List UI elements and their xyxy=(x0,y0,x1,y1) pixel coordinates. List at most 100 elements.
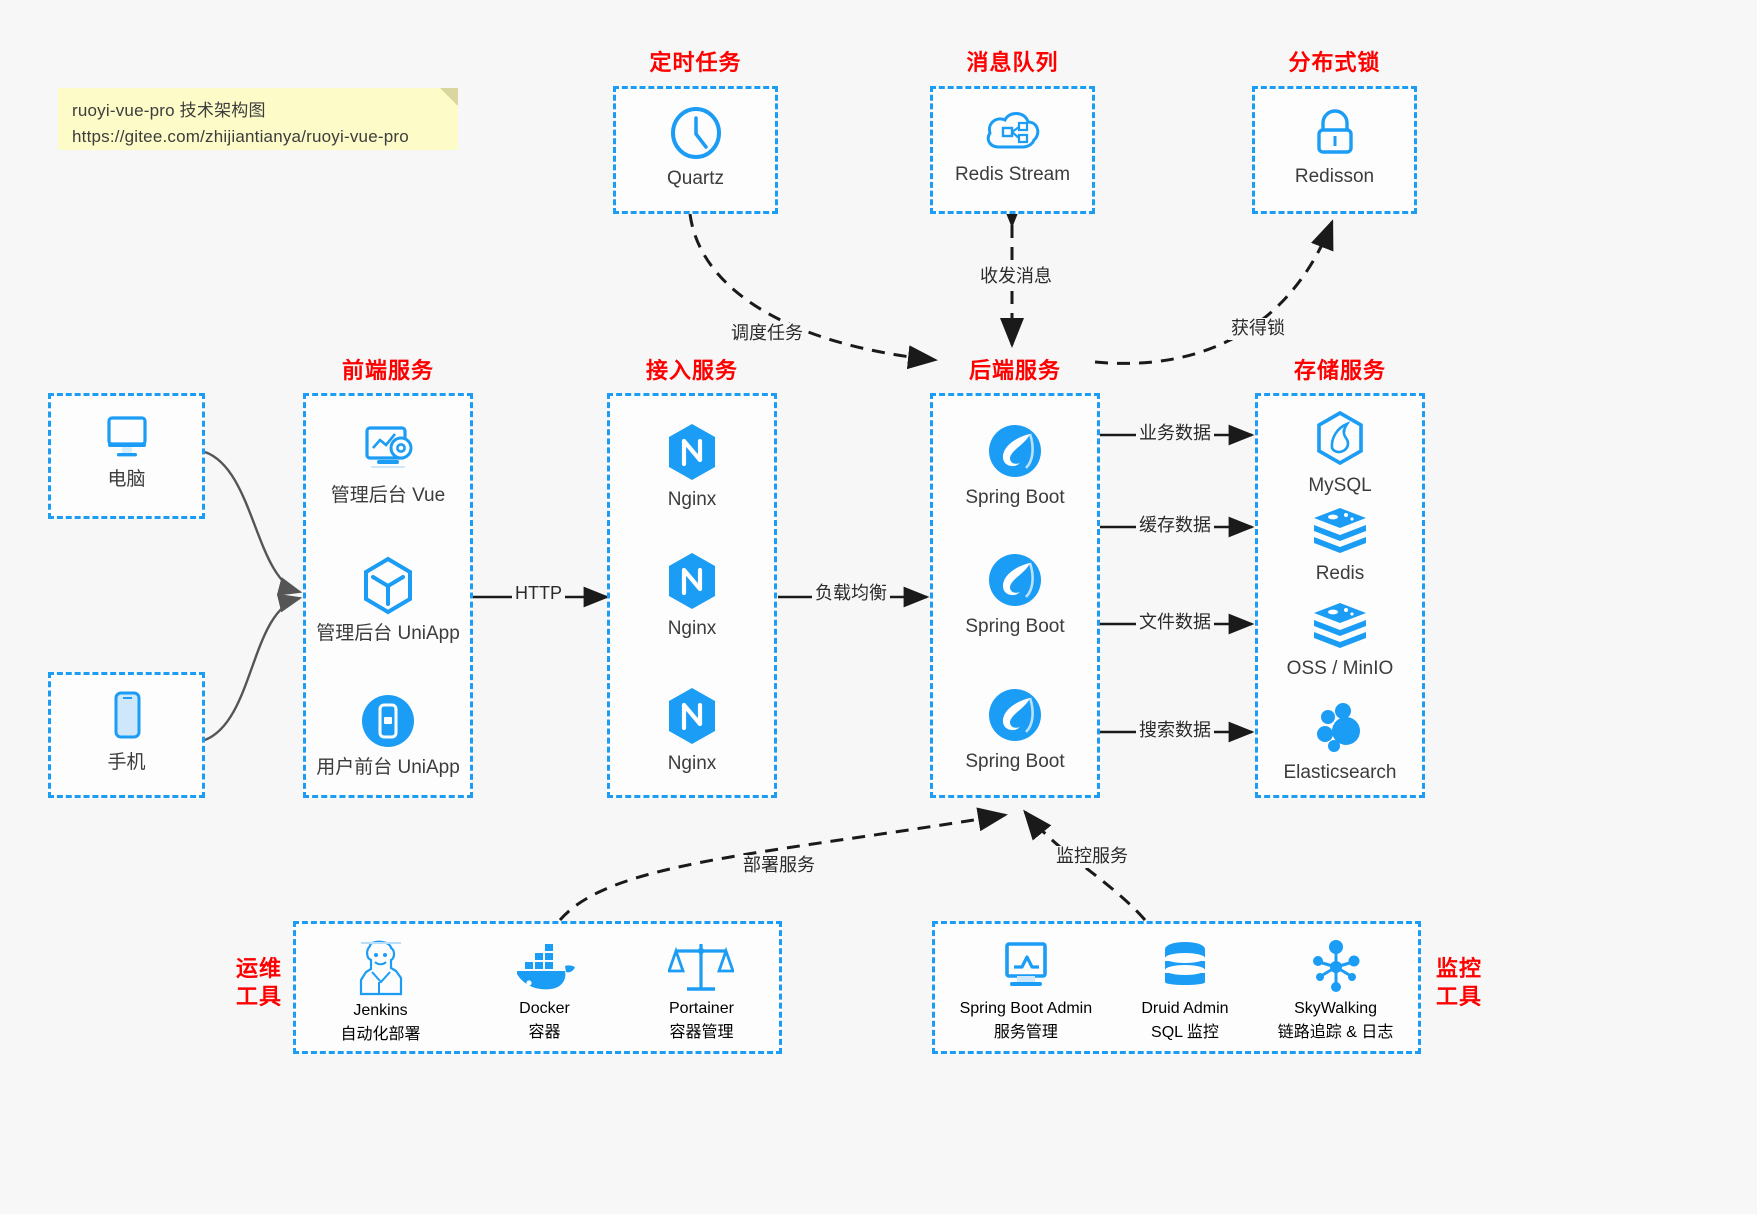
group-title-backend: 后端服务 xyxy=(968,358,1061,383)
diagram-note: ruoyi-vue-pro 技术架构图 https://gitee.com/zh… xyxy=(58,88,458,150)
node-label: 用户前台 UniApp xyxy=(316,757,460,778)
edge-label-mq-message: 收发消息 xyxy=(977,266,1055,288)
spring-boot-icon xyxy=(933,422,1097,480)
redis-icon xyxy=(1258,506,1422,556)
group-title-mq: 消息队列 xyxy=(966,50,1059,75)
node-label: Nginx xyxy=(667,618,717,639)
group-title-scheduled: 定时任务 xyxy=(649,50,742,75)
tool-desc: 自动化部署 xyxy=(340,1026,421,1043)
group-title-devops-line1: 运维 xyxy=(235,956,282,981)
group-box-backend: Spring Boot Spring Boot Spring Boot xyxy=(930,393,1100,798)
group-box-client-mobile: 手机 xyxy=(48,672,205,798)
group-box-monitor: Spring Boot Admin 服务管理 Druid Admin SQL 监… xyxy=(932,921,1421,1054)
tool-name: SkyWalking xyxy=(1294,1000,1378,1017)
node-label: Spring Boot xyxy=(965,751,1065,772)
nginx-icon xyxy=(610,551,774,611)
spring-boot-icon xyxy=(933,686,1097,744)
edge-label-file-data: 文件数据 xyxy=(1136,612,1214,634)
tool-name: Portainer xyxy=(669,1000,734,1017)
monitor-chart-icon xyxy=(960,938,1093,996)
group-title-devops: 运维 工具 xyxy=(228,955,290,1010)
spring-boot-icon xyxy=(933,551,1097,609)
node-redis-stream[interactable]: Redis Stream xyxy=(933,105,1092,188)
node-elasticsearch[interactable]: Elasticsearch xyxy=(1258,701,1422,786)
tool-druid-admin[interactable]: Druid Admin SQL 监控 xyxy=(1141,938,1229,1042)
tool-skywalking[interactable]: SkyWalking 链路追踪 & 日志 xyxy=(1278,938,1394,1042)
node-label: Elasticsearch xyxy=(1283,762,1397,783)
group-box-scheduled: Quartz xyxy=(613,86,778,214)
node-label: Spring Boot xyxy=(965,616,1065,637)
node-mysql[interactable]: MySQL xyxy=(1258,410,1422,499)
group-box-mq: Redis Stream xyxy=(930,86,1095,214)
group-box-client-desktop: 电脑 xyxy=(48,393,205,519)
tool-desc: 容器 xyxy=(528,1024,561,1041)
desktop-icon xyxy=(51,410,202,462)
tool-docker[interactable]: Docker 容器 xyxy=(509,938,579,1042)
mysql-icon xyxy=(1258,410,1422,468)
group-box-devops: Jenkins 自动化部署 xyxy=(293,921,782,1054)
nginx-icon xyxy=(610,686,774,746)
node-spring-boot-3[interactable]: Spring Boot xyxy=(933,686,1097,775)
edge-label-get-lock: 获得锁 xyxy=(1228,318,1288,340)
node-quartz[interactable]: Quartz xyxy=(616,105,775,192)
tool-jenkins[interactable]: Jenkins 自动化部署 xyxy=(340,938,421,1044)
clock-icon xyxy=(616,105,775,161)
group-title-monitor-line1: 监控 xyxy=(1435,956,1482,981)
edge-label-biz-data: 业务数据 xyxy=(1136,423,1214,445)
node-spring-boot-1[interactable]: Spring Boot xyxy=(933,422,1097,511)
note-line-2: https://gitee.com/zhijiantianya/ruoyi-vu… xyxy=(72,127,409,147)
edge-label-deploy-service: 部署服务 xyxy=(740,855,818,877)
node-nginx-2[interactable]: Nginx xyxy=(610,551,774,642)
tool-spring-boot-admin[interactable]: Spring Boot Admin 服务管理 xyxy=(960,938,1093,1042)
group-title-lock: 分布式锁 xyxy=(1288,50,1381,75)
tool-desc: SQL 监控 xyxy=(1151,1024,1219,1041)
node-admin-uniapp[interactable]: 管理后台 UniApp xyxy=(306,556,470,647)
scales-icon xyxy=(667,938,736,996)
group-title-devops-line2: 工具 xyxy=(235,983,282,1009)
node-nginx-1[interactable]: Nginx xyxy=(610,422,774,513)
docker-icon xyxy=(509,938,579,996)
node-desktop[interactable]: 电脑 xyxy=(51,410,202,493)
jenkins-icon xyxy=(340,938,420,998)
nginx-icon xyxy=(610,422,774,482)
group-box-frontend: 管理后台 Vue 管理后台 UniApp 用户前台 UniApp xyxy=(303,393,473,798)
edge-label-cache-data: 缓存数据 xyxy=(1136,515,1214,537)
node-mobile[interactable]: 手机 xyxy=(51,689,202,776)
skywalking-icon xyxy=(1278,938,1394,996)
tool-name: Druid Admin xyxy=(1141,1000,1229,1017)
group-title-frontend: 前端服务 xyxy=(341,358,434,383)
note-fold-corner xyxy=(440,88,458,106)
node-label: Redisson xyxy=(1294,166,1375,187)
node-oss-minio[interactable]: OSS / MinIO xyxy=(1258,601,1422,682)
edge-label-monitor-service: 监控服务 xyxy=(1053,846,1131,868)
group-box-lock: Redisson xyxy=(1252,86,1417,214)
tool-desc: 容器管理 xyxy=(669,1024,734,1041)
node-label: 电脑 xyxy=(107,469,146,490)
note-line-1: ruoyi-vue-pro 技术架构图 xyxy=(72,101,266,120)
edge-label-schedule-task: 调度任务 xyxy=(728,323,806,345)
node-user-uniapp[interactable]: 用户前台 UniApp xyxy=(306,692,470,781)
node-admin-vue[interactable]: 管理后台 Vue xyxy=(306,422,470,509)
redis-icon xyxy=(1258,601,1422,651)
tool-portainer[interactable]: Portainer 容器管理 xyxy=(667,938,736,1042)
mobile-icon xyxy=(51,689,202,745)
node-label: MySQL xyxy=(1308,475,1372,496)
lock-icon xyxy=(1255,105,1414,159)
edge-label-load-balance: 负载均衡 xyxy=(812,583,890,605)
node-redis[interactable]: Redis xyxy=(1258,506,1422,587)
dashboard-gear-icon xyxy=(306,422,470,478)
node-spring-boot-2[interactable]: Spring Boot xyxy=(933,551,1097,640)
tool-name: Jenkins xyxy=(353,1002,408,1019)
node-nginx-3[interactable]: Nginx xyxy=(610,686,774,777)
tool-desc: 服务管理 xyxy=(993,1024,1058,1041)
group-title-storage: 存储服务 xyxy=(1293,358,1386,383)
node-redisson[interactable]: Redisson xyxy=(1255,105,1414,190)
node-label: OSS / MinIO xyxy=(1286,658,1394,679)
edge-label-http: HTTP xyxy=(512,583,565,605)
node-label: Nginx xyxy=(667,753,717,774)
group-title-gateway: 接入服务 xyxy=(645,358,738,383)
tool-name: Docker xyxy=(519,1000,570,1017)
elasticsearch-icon xyxy=(1258,701,1422,755)
